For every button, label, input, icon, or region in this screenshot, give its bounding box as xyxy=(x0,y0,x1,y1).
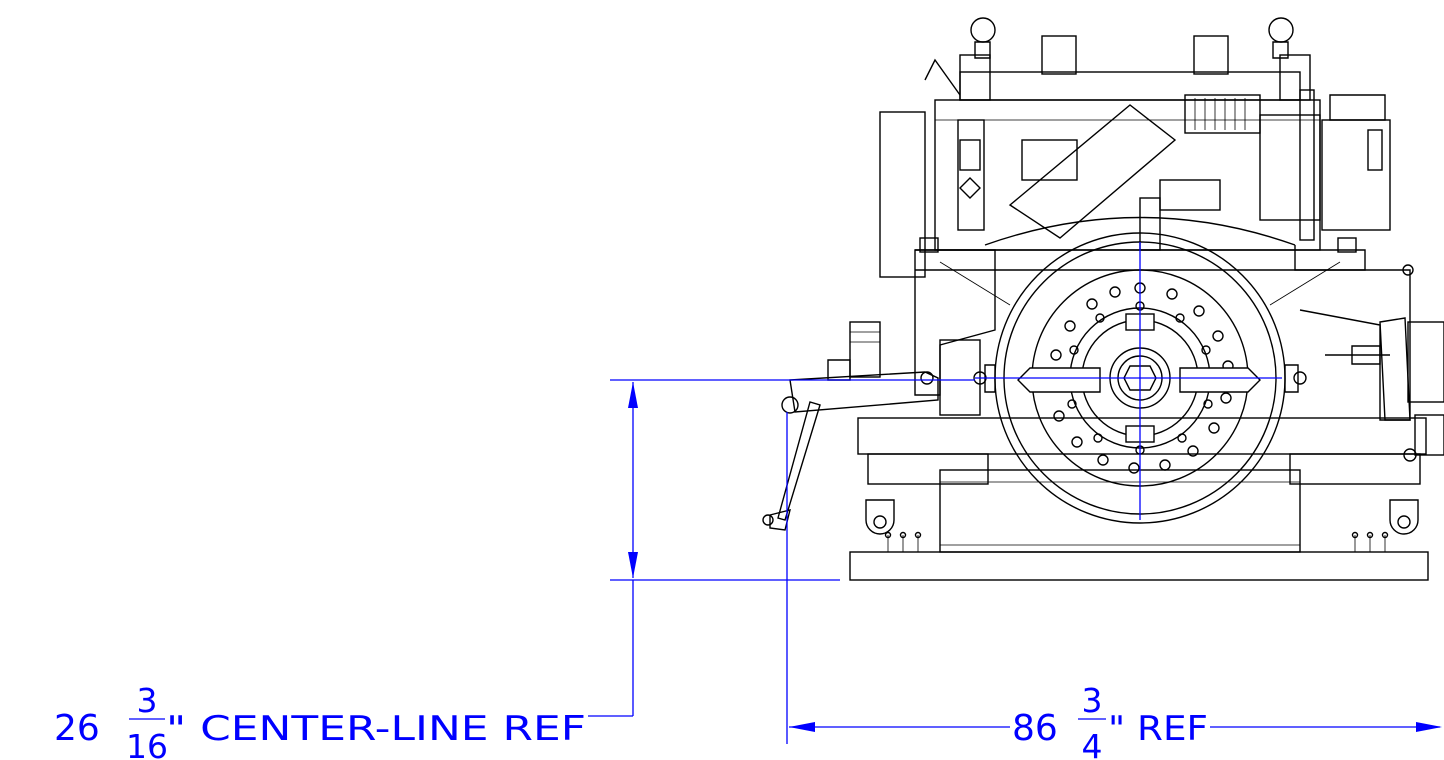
overall-dimension xyxy=(786,412,1442,744)
centerlines xyxy=(975,242,1282,520)
overall-numerator: 3 xyxy=(1082,681,1103,720)
centerline-numerator: 3 xyxy=(137,681,158,720)
centerline-denominator: 16 xyxy=(126,727,168,760)
arrowhead-right xyxy=(1416,722,1442,732)
arrowhead-down xyxy=(628,552,638,578)
overall-dimension-label: 86 3 4 " REF xyxy=(1012,681,1208,760)
bolt-circle-inner xyxy=(1067,301,1213,455)
centerline-whole: 26 xyxy=(54,708,100,749)
base-lugs xyxy=(865,499,1419,552)
overall-suffix: " REF xyxy=(1108,709,1208,749)
bolt-circle-outer xyxy=(1046,282,1234,474)
centerline-dimension xyxy=(588,379,975,717)
base-skid xyxy=(849,551,1429,581)
arrowhead-left xyxy=(789,722,815,732)
overall-denominator: 4 xyxy=(1082,727,1103,760)
centerline-dimension-label: 26 3 16 " CENTER-LINE REF xyxy=(54,681,586,760)
arrowhead-up xyxy=(628,382,638,408)
main-housing xyxy=(914,216,1411,421)
centerline-suffix: " CENTER-LINE REF xyxy=(166,709,586,749)
overall-whole: 86 xyxy=(1012,708,1058,749)
machine-front-view xyxy=(762,17,1444,581)
upper-assembly xyxy=(879,17,1391,278)
right-bracket xyxy=(1325,264,1444,462)
left-lever xyxy=(762,321,981,531)
